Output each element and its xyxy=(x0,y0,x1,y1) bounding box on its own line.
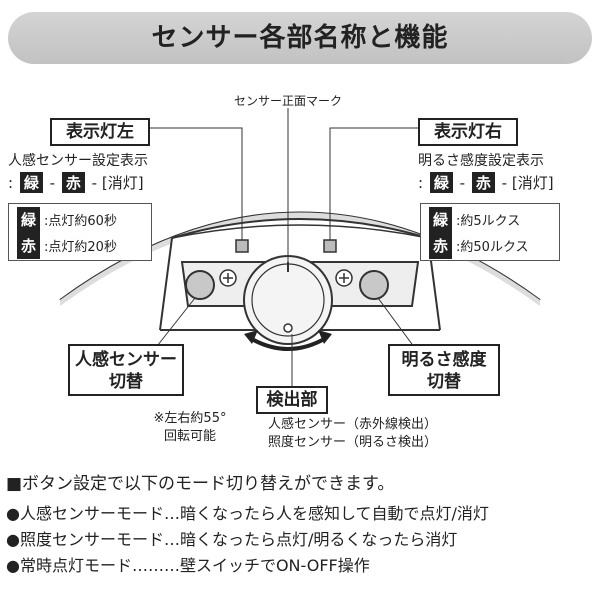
mode-item: ●人感センサーモード…暗くなったら人を感知して自動で点灯/消灯 xyxy=(6,504,489,523)
green-chip: 緑 xyxy=(429,172,453,193)
front-mark-label: センサー正面マーク xyxy=(233,94,342,108)
detector-line: 人感センサー（赤外線検出） xyxy=(268,417,438,432)
legend-text: :点灯約20秒 xyxy=(44,240,117,255)
legend-row: 緑:約5ルクス xyxy=(427,207,553,233)
right-lamp-heading: 表示灯右 xyxy=(418,118,518,146)
legend-text: :約5ルクス xyxy=(456,214,521,229)
note-line: ※左右約55° xyxy=(153,411,227,426)
modes-intro: ■ボタン設定で以下のモード切り替えができます。 xyxy=(6,474,395,494)
right-lamp-description: 明るさ感度設定表示 xyxy=(418,153,544,169)
off-text: [消灯] xyxy=(101,174,144,192)
dash: - xyxy=(49,174,56,192)
callout-line: 切替 xyxy=(109,372,143,392)
left-lamp-colors: : 緑 - 赤 - [消灯] xyxy=(8,172,144,193)
green-chip: 緑 xyxy=(17,207,41,233)
green-chip: 緑 xyxy=(19,172,43,193)
callout-line: 人感センサー xyxy=(75,350,177,370)
red-chip: 赤 xyxy=(471,172,495,193)
off-text: [消灯] xyxy=(511,174,554,192)
legend-text: :約50ルクス xyxy=(456,240,529,255)
right-lamp-led xyxy=(323,239,337,253)
detector-line: 照度センサー（明るさ検出） xyxy=(268,435,438,450)
brightness-switch-button-shape xyxy=(359,270,389,300)
left-lamp-description: 人感センサー設定表示 xyxy=(8,153,148,169)
rotation-note: ※左右約55° 回転可能 xyxy=(140,410,240,446)
left-lamp-legend: 緑:点灯約60秒 赤:点灯約20秒 xyxy=(8,203,152,261)
title-banner xyxy=(8,12,592,64)
dash: - xyxy=(459,174,466,192)
right-lamp-colors: : 緑 - 赤 - [消灯] xyxy=(418,172,554,193)
page-title: センサー各部名称と機能 xyxy=(151,23,449,53)
colon: : xyxy=(8,174,14,192)
dash: - xyxy=(91,174,98,192)
callout-line: 切替 xyxy=(427,372,461,392)
red-chip: 赤 xyxy=(61,172,85,193)
legend-text: :点灯約60秒 xyxy=(44,214,117,229)
red-chip: 赤 xyxy=(17,233,41,259)
detector-heading: 検出部 xyxy=(256,386,328,414)
legend-row: 緑:点灯約60秒 xyxy=(15,207,145,233)
green-chip: 緑 xyxy=(429,207,453,233)
mode-item: ●照度センサーモード…暗くなったら点灯/明るくなったら消灯 xyxy=(6,530,458,549)
motion-switch-button-shape xyxy=(185,270,215,300)
legend-row: 赤:約50ルクス xyxy=(427,233,553,259)
callout-line: 明るさ感度 xyxy=(401,350,487,370)
note-line: 回転可能 xyxy=(163,429,216,444)
mode-item: ●常時点灯モード………壁スイッチでON-OFF操作 xyxy=(6,556,370,575)
dash: - xyxy=(501,174,508,192)
legend-row: 赤:点灯約20秒 xyxy=(15,233,145,259)
right-lamp-legend: 緑:約5ルクス 赤:約50ルクス xyxy=(420,203,560,261)
colon: : xyxy=(418,174,424,192)
detector-description: 人感センサー（赤外線検出） 照度センサー（明るさ検出） xyxy=(268,416,468,452)
red-chip: 赤 xyxy=(429,233,453,259)
left-lamp-led xyxy=(235,239,249,253)
rotation-arrow xyxy=(248,336,328,351)
brightness-switch-callout: 明るさ感度 切替 xyxy=(388,344,500,396)
motion-switch-callout: 人感センサー 切替 xyxy=(68,344,184,396)
left-lamp-heading: 表示灯左 xyxy=(50,118,150,146)
